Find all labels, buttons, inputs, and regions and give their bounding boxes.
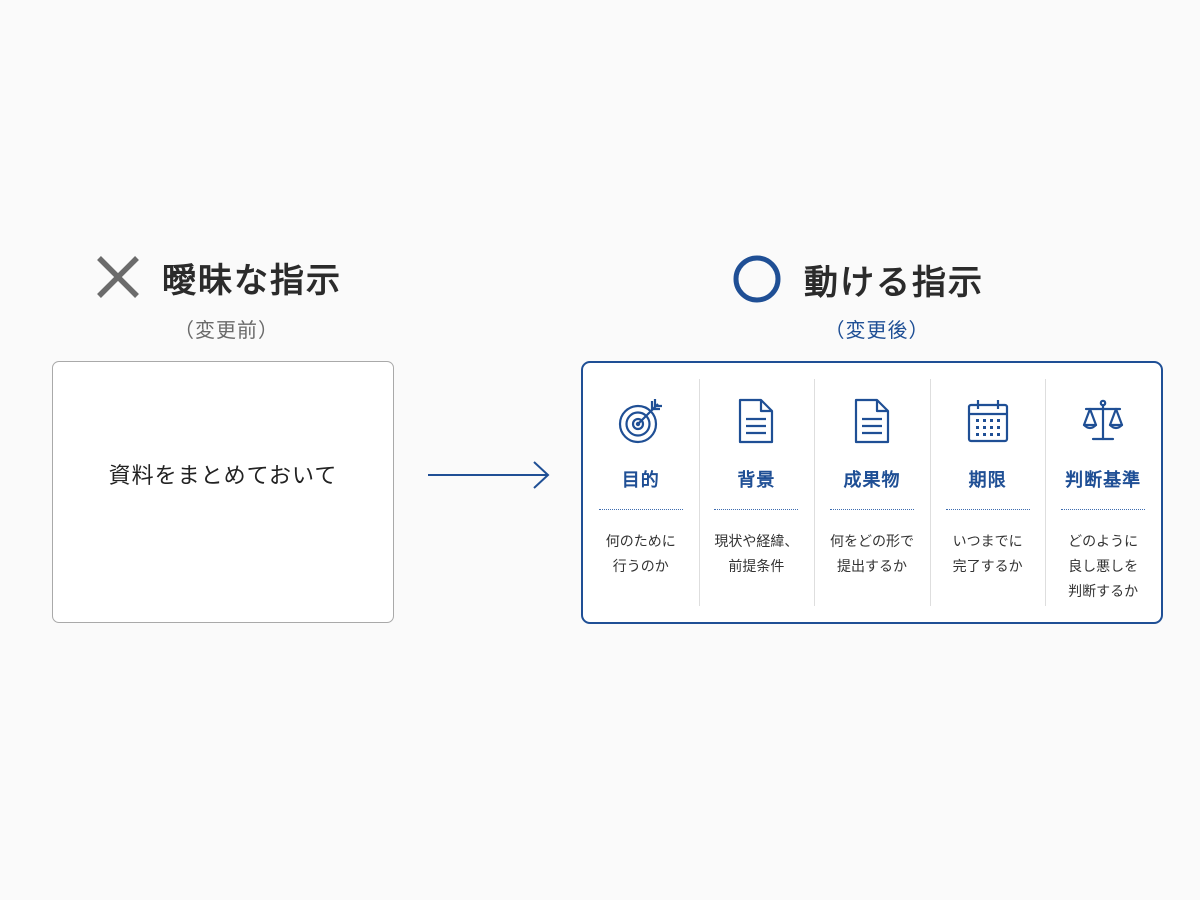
item-deliverable: 成果物 何をどの形で 提出するか xyxy=(814,363,930,622)
item-description-line: 行うのか xyxy=(612,559,669,575)
item-description-line: 前提条件 xyxy=(728,559,785,575)
dotted-divider xyxy=(945,509,1030,510)
before-title: 曖昧な指示 xyxy=(162,260,342,301)
item-description-line: いつまでに xyxy=(952,534,1023,550)
calendar-icon xyxy=(967,400,1008,443)
circle-icon xyxy=(733,255,781,303)
before-box-text: 資料をまとめておいて xyxy=(108,464,338,489)
item-description: 現状や経緯、 前提条件 xyxy=(714,530,798,580)
item-description-line: 良し悪しを xyxy=(1068,559,1139,575)
item-deadline: 期限 いつまでに 完了するか xyxy=(929,363,1046,622)
item-purpose: 目的 何のために 行うのか xyxy=(583,363,699,622)
item-description-line: 提出するか xyxy=(836,559,907,575)
after-header: 動ける指示 xyxy=(732,252,984,306)
dotted-divider xyxy=(598,509,683,510)
item-description: どのように 良し悪しを 判断するか xyxy=(1068,530,1138,605)
item-title: 成果物 xyxy=(843,470,901,491)
item-description-line: 完了するか xyxy=(952,559,1023,575)
document-icon xyxy=(854,398,890,444)
item-description: 何をどの形で 提出するか xyxy=(830,530,914,580)
after-title: 動ける指示 xyxy=(804,262,984,303)
item-title: 目的 xyxy=(621,470,660,491)
after-subtitle: （変更後） xyxy=(824,318,930,342)
document-icon xyxy=(739,398,774,444)
dotted-divider xyxy=(1061,509,1146,510)
dotted-divider xyxy=(829,509,914,510)
item-description-line: 判断するか xyxy=(1068,584,1139,600)
item-title: 背景 xyxy=(737,470,776,491)
item-criteria: 判断基準 どのように 良し悪しを 判断するか xyxy=(1045,363,1161,622)
item-description-line: どのように xyxy=(1068,534,1139,550)
before-box: 資料をまとめておいて xyxy=(52,361,394,623)
scale-icon xyxy=(1083,399,1124,441)
item-title: 期限 xyxy=(968,470,1007,491)
arrow-right-icon xyxy=(428,461,550,489)
before-subtitle: （変更前） xyxy=(174,318,279,342)
dotted-divider xyxy=(714,509,799,510)
item-title: 判断基準 xyxy=(1065,470,1142,491)
x-icon xyxy=(97,256,139,298)
after-box: 目的 何のために 行うのか 背景 現状や経緯、 前提条件 xyxy=(581,361,1163,624)
item-description-line: 現状や経緯、 xyxy=(714,534,799,550)
item-description: 何のために 行うのか xyxy=(606,530,676,580)
target-icon xyxy=(618,399,662,444)
item-description: いつまでに 完了するか xyxy=(953,530,1023,580)
before-header: 曖昧な指示 xyxy=(96,252,342,302)
item-description-line: 何のために xyxy=(605,534,676,550)
item-background: 背景 現状や経緯、 前提条件 xyxy=(698,363,815,622)
item-description-line: 何をどの形で xyxy=(829,534,914,550)
